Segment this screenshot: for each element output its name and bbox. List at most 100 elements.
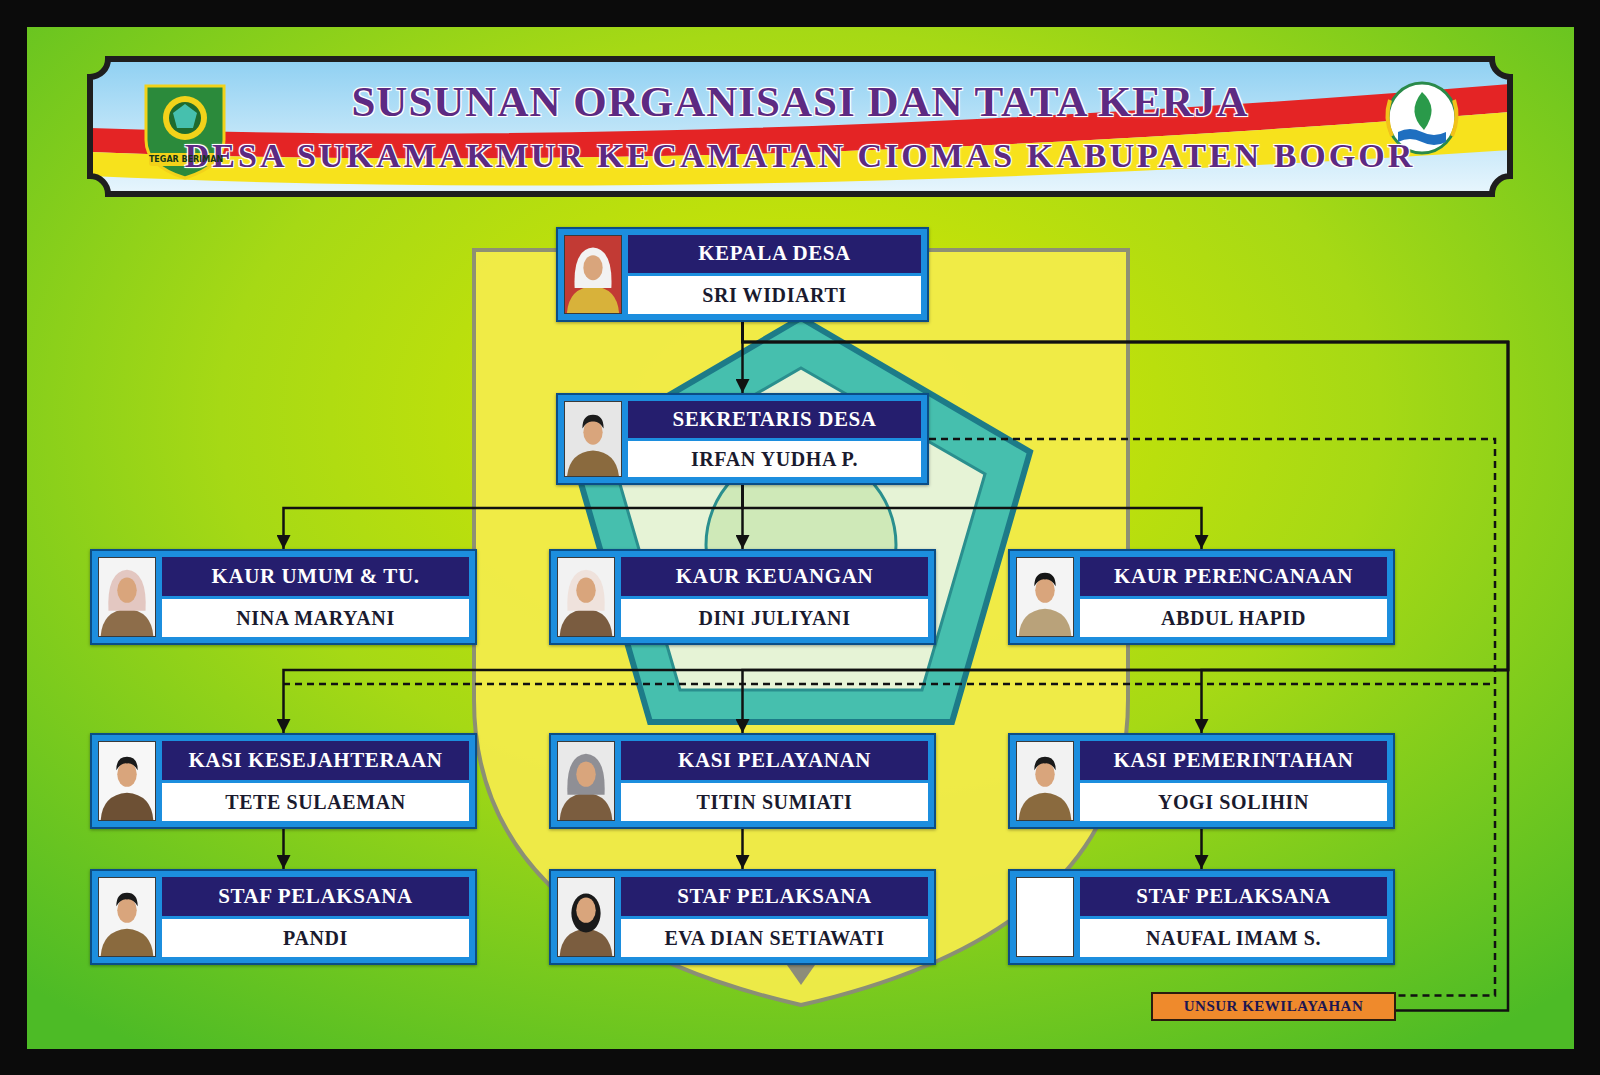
- org-box: KEPALA DESA SRI WIDIARTI: [556, 227, 929, 322]
- uniform: [1019, 609, 1072, 636]
- connector: [743, 485, 1202, 549]
- org-box: KAUR UMUM & TU. NINA MARYANI: [90, 549, 477, 645]
- hair: [116, 757, 137, 771]
- logo-leaf: [1414, 92, 1431, 130]
- banner-border: [90, 59, 1510, 194]
- logo-core: [169, 102, 201, 134]
- org-box: KASI PEMERINTAHAN YOGI SOLIHIN: [1008, 733, 1395, 829]
- connector: [1200, 829, 1203, 869]
- text-area: KASI KESEJAHTERAANTETE SULAEMAN: [162, 741, 469, 821]
- org-box: KASI PELAYANAN TITIN SUMIATI: [549, 733, 936, 829]
- text-area: KAUR KEUANGAN DINI JULIYANI: [621, 557, 928, 637]
- uniform: [101, 793, 154, 820]
- org-box: STAF PELAKSANA EVA DIAN SETIAWATI: [549, 869, 936, 965]
- role-title: KASI KESEJAHTERAAN: [188, 749, 442, 772]
- portrait-photo: [1016, 557, 1074, 637]
- portrait-figure: [565, 236, 621, 313]
- photo-backdrop: [558, 558, 614, 636]
- photo-backdrop: [1017, 558, 1073, 636]
- role-title: KASI PELAYANAN: [678, 749, 871, 772]
- name-band: TITIN SUMIATI: [621, 783, 928, 822]
- person-name: NAUFAL IMAM S.: [1146, 927, 1321, 949]
- role-band: STAF PELAKSANA: [621, 877, 928, 916]
- org-box: STAF PELAKSANAPANDI: [90, 869, 477, 965]
- logo-arc: [1387, 100, 1392, 136]
- watermark-pentagon: [572, 318, 1030, 722]
- connector: [741, 829, 744, 869]
- logo-ring: [163, 96, 207, 140]
- portrait-figure: [1017, 742, 1073, 820]
- role-title: STAF PELAKSANA: [677, 885, 872, 908]
- role-band: KEPALA DESA: [628, 235, 921, 273]
- role-title: KAUR UMUM & TU.: [211, 565, 419, 588]
- logo-arc: [1452, 100, 1457, 136]
- portrait-photo: [557, 741, 615, 821]
- portrait-photo: [564, 401, 622, 477]
- portrait-photo: [557, 557, 615, 637]
- portrait-figure: [99, 878, 155, 956]
- portrait-figure: [99, 558, 155, 636]
- hair: [582, 415, 603, 429]
- name-band: YOGI SOLIHIN: [1080, 783, 1387, 822]
- hijab: [108, 570, 145, 611]
- photo-backdrop: [1017, 742, 1073, 820]
- uniform: [567, 451, 619, 476]
- face: [117, 578, 137, 603]
- name-band: NINA MARYANI: [162, 599, 469, 638]
- uniform: [101, 929, 154, 956]
- role-title: KEPALA DESA: [698, 242, 851, 265]
- region-tag: UNSUR KEWILAYAHAN: [1151, 992, 1396, 1021]
- person-name: EVA DIAN SETIAWATI: [664, 927, 884, 949]
- face: [576, 898, 596, 923]
- photo-backdrop: [565, 236, 621, 313]
- org-box: STAF PELAKSANA NAUFAL IMAM S.: [1008, 869, 1395, 965]
- face: [583, 255, 602, 280]
- subtitle-row: DESA SUKAMAKMUR KECAMATAN CIOMAS KABUPAT…: [0, 136, 1600, 176]
- text-area: STAF PELAKSANAPANDI: [162, 877, 469, 957]
- connector: [284, 322, 1509, 733]
- person-name: NINA MARYANI: [236, 607, 395, 629]
- name-band: DINI JULIYANI: [621, 599, 928, 638]
- text-area: STAF PELAKSANA NAUFAL IMAM S.: [1080, 877, 1387, 957]
- text-area: KASI PELAYANAN TITIN SUMIATI: [621, 741, 928, 821]
- person-name: TITIN SUMIATI: [697, 791, 853, 813]
- role-band: KASI PELAYANAN: [621, 741, 928, 780]
- photo-backdrop: [99, 742, 155, 820]
- chart-subtitle: DESA SUKAMAKMUR KECAMATAN CIOMAS KABUPAT…: [185, 137, 1415, 174]
- name-band: PANDI: [162, 919, 469, 958]
- region-label: UNSUR KEWILAYAHAN: [1184, 998, 1364, 1015]
- portrait-figure: [558, 878, 614, 956]
- hair: [116, 893, 137, 907]
- photo-backdrop: [565, 402, 621, 476]
- hair: [1034, 573, 1055, 587]
- name-band: SRI WIDIARTI: [628, 276, 921, 314]
- person-name: SRI WIDIARTI: [702, 284, 847, 306]
- role-title: STAF PELAKSANA: [1136, 885, 1331, 908]
- logo-motto-row: TEGAR BERIMAN: [148, 154, 224, 166]
- connector: [284, 485, 743, 549]
- person-name: YOGI SOLIHIN: [1158, 791, 1309, 813]
- uniform: [560, 609, 613, 636]
- org-box: KAUR KEUANGAN DINI JULIYANI: [549, 549, 936, 645]
- text-area: SEKRETARIS DESAIRFAN YUDHA P.: [628, 401, 921, 477]
- role-title: KASI PEMERINTAHAN: [1113, 749, 1353, 772]
- connector: [743, 322, 1509, 733]
- hijab: [567, 754, 604, 795]
- text-area: KASI PEMERINTAHAN YOGI SOLIHIN: [1080, 741, 1387, 821]
- role-band: KAUR UMUM & TU.: [162, 557, 469, 596]
- banner-fill: [90, 59, 1510, 194]
- uniform: [101, 609, 154, 636]
- photo-backdrop: [99, 558, 155, 636]
- role-title: KAUR KEUANGAN: [676, 565, 873, 588]
- text-area: KAUR UMUM & TU. NINA MARYANI: [162, 557, 469, 637]
- role-band: STAF PELAKSANA: [162, 877, 469, 916]
- hair: [1034, 757, 1055, 771]
- face: [576, 578, 596, 603]
- org-box: KAUR PERENCANAANABDUL HAPID: [1008, 549, 1395, 645]
- portrait-figure: [558, 558, 614, 636]
- text-area: KEPALA DESA SRI WIDIARTI: [628, 235, 921, 314]
- portrait-photo: [564, 235, 622, 314]
- role-band: KAUR KEUANGAN: [621, 557, 928, 596]
